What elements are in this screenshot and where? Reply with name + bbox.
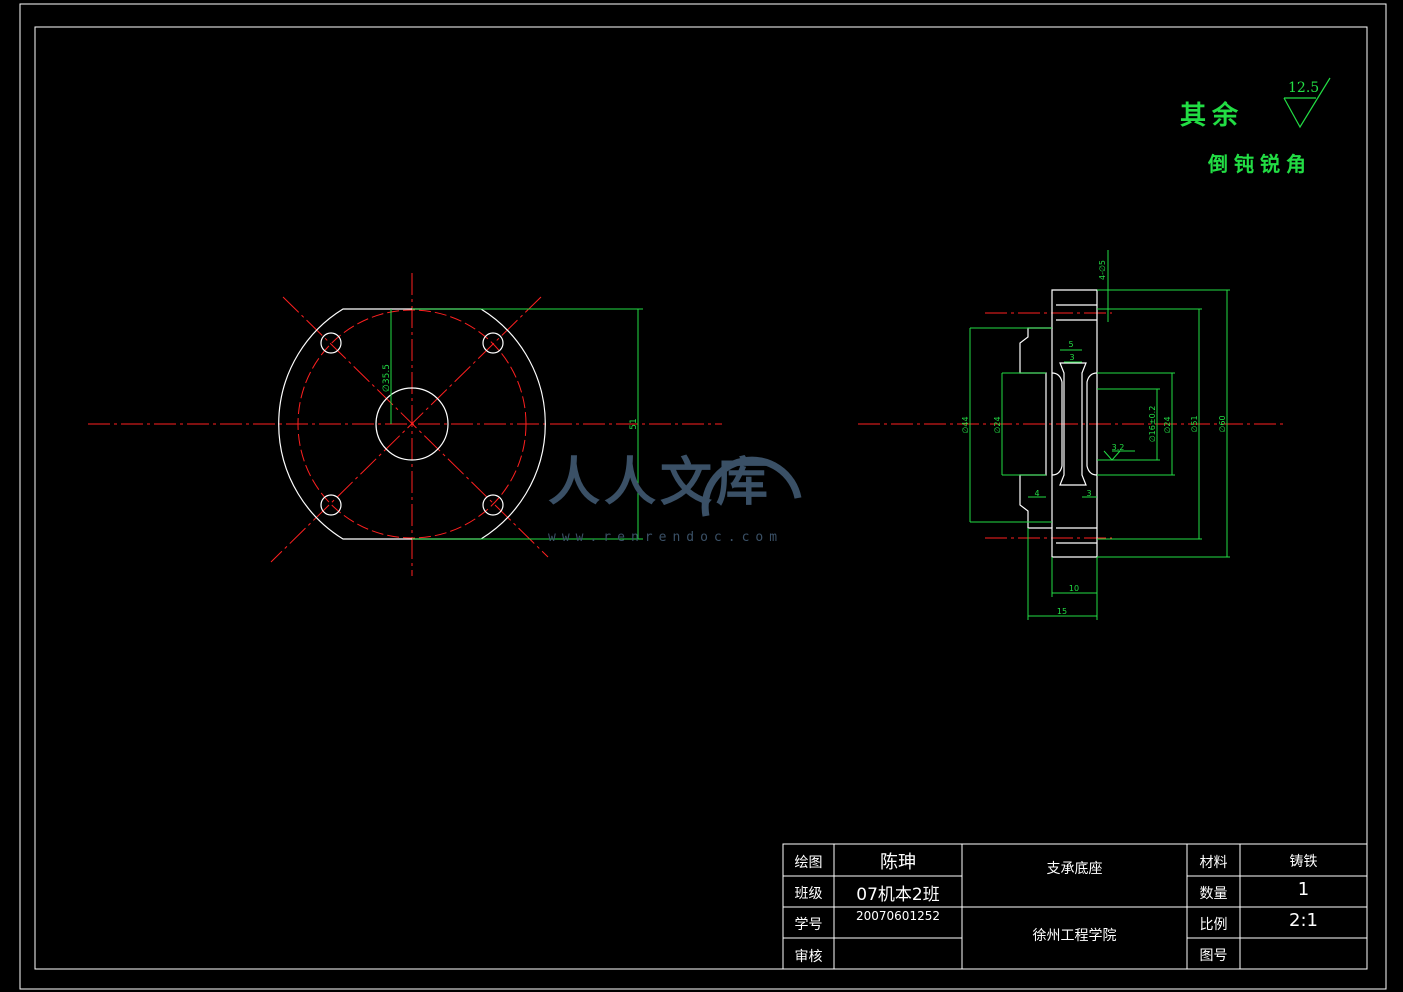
dim-d51: ∅51 — [1190, 415, 1199, 432]
tb-scale-label: 比例 — [1199, 917, 1228, 933]
tb-scale-value: 2:1 — [1289, 910, 1318, 931]
tb-drawing-no-label: 图号 — [1199, 948, 1228, 964]
tb-material-value: 铸铁 — [1289, 854, 1318, 870]
dim-hole-note: 4-∅5 — [1098, 260, 1107, 280]
tb-part-name: 支承底座 — [1046, 861, 1103, 877]
dim-d16: ∅16±0.2 — [1148, 406, 1157, 443]
tb-school: 徐州工程学院 — [1032, 928, 1117, 944]
tb-id-label: 学号 — [794, 917, 823, 933]
tb-review-label: 审核 — [794, 949, 823, 965]
dim-rough-inner: 3.2 — [1112, 443, 1125, 452]
dim-d60: ∅60 — [1218, 415, 1227, 432]
tb-class-value: 07机本2班 — [856, 885, 940, 905]
inner-border — [34, 26, 1368, 970]
tb-draw-value: 陈珅 — [880, 852, 916, 873]
dim-front-pcd: ∅35.5 — [382, 364, 392, 392]
title-block-lines — [782, 843, 1368, 970]
tb-id-value: 20070601252 — [856, 909, 940, 923]
dim-d24-left: ∅24 — [993, 416, 1002, 433]
bolt-hole-tl — [320, 332, 342, 354]
dim-w4: 4 — [1034, 489, 1039, 498]
dim-front-height: 51 — [629, 418, 639, 429]
dim-w10: 10 — [1069, 584, 1079, 593]
tb-qty-label: 数量 — [1199, 886, 1228, 902]
center-bore — [375, 387, 449, 461]
dim-d24-right: ∅24 — [1163, 416, 1172, 433]
bolt-hole-br — [482, 494, 504, 516]
side-view: 4-∅5 ∅44 ∅24 ∅16±0.2 ∅24 ∅51 ∅60 5 3 4 3… — [858, 250, 1284, 620]
front-diagonal-centerline-1 — [282, 296, 549, 558]
dim-w3-bottom: 3 — [1086, 489, 1091, 498]
surface-finish-rest-label: 其余 — [1180, 101, 1245, 131]
dim-w15: 15 — [1057, 607, 1067, 616]
roughness-value: 12.5 — [1288, 80, 1320, 96]
tb-class-label: 班级 — [794, 886, 823, 902]
tb-material-label: 材料 — [1199, 855, 1228, 871]
dim-w5: 5 — [1068, 340, 1073, 349]
chamfer-note: 倒钝锐角 — [1208, 152, 1312, 176]
outer-border — [19, 3, 1387, 990]
bolt-hole-tr — [482, 332, 504, 354]
roughness-symbol — [1283, 77, 1331, 129]
bolt-hole-bl — [320, 494, 342, 516]
bolt-pitch-circle — [297, 309, 527, 539]
front-view: ∅35.5 51 — [88, 273, 722, 576]
tb-draw-label: 绘图 — [794, 855, 823, 871]
dim-w3-top: 3 — [1069, 353, 1074, 362]
tb-qty-value: 1 — [1297, 879, 1310, 900]
dim-d44: ∅44 — [961, 416, 970, 433]
